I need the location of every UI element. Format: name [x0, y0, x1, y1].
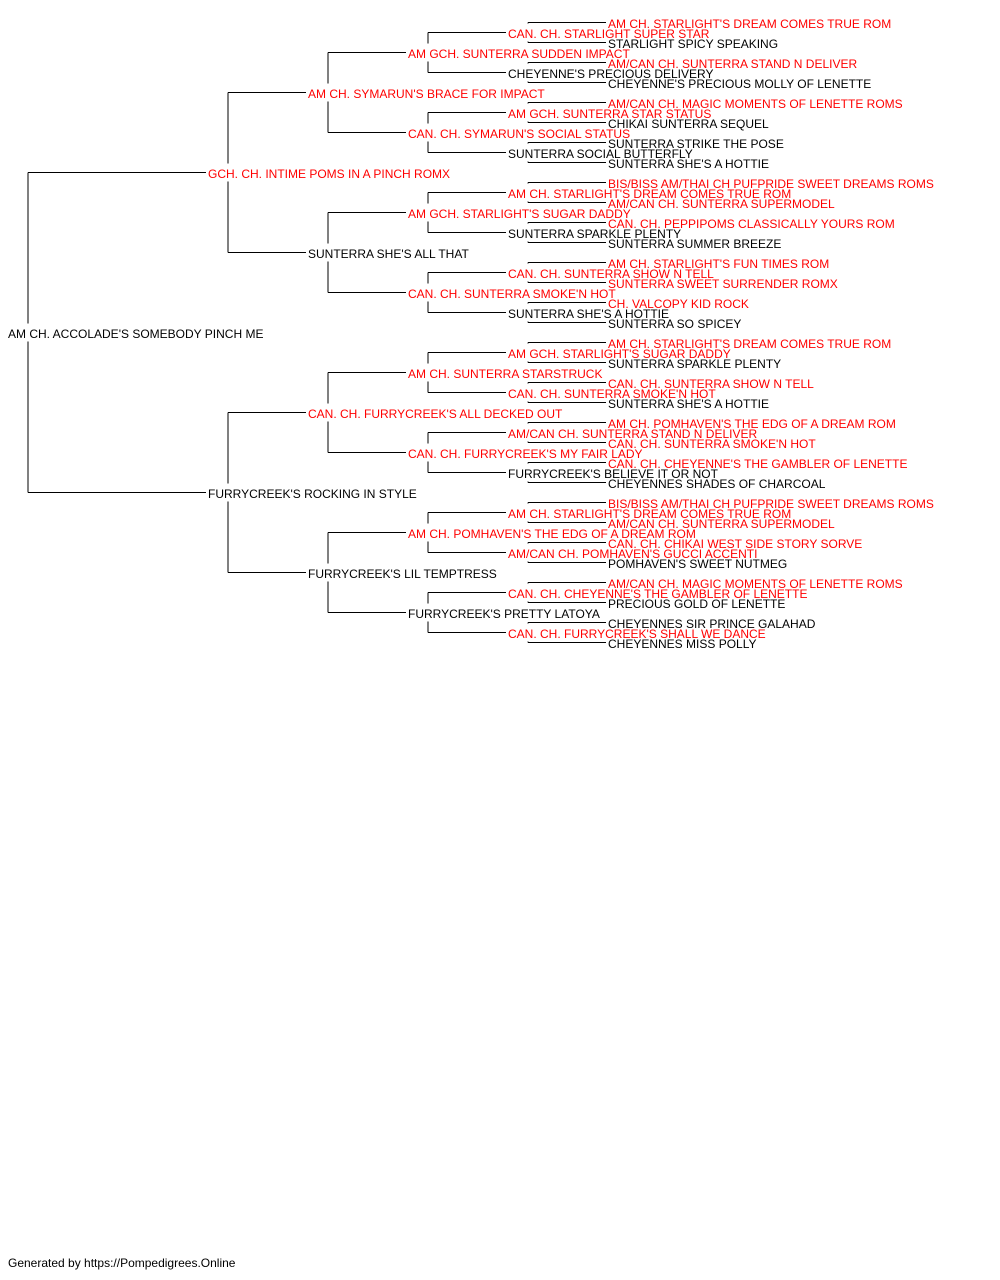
gen5-ancestor-name: SUNTERRA SHE'S A HOTTIE [608, 397, 769, 411]
gen4-ancestor-name: SUNTERRA SHE'S A HOTTIE [508, 307, 669, 321]
gen5-ancestor-name: CHIKAI SUNTERRA SEQUEL [608, 117, 769, 131]
gen5-ancestor-name: CAN. CH. PEPPIPOMS CLASSICALLY YOURS ROM [608, 217, 895, 231]
gen4-ancestor-name: AM CH. STARLIGHT'S DREAM COMES TRUE ROM [508, 187, 791, 201]
gen5-ancestor-name: SUNTERRA SPARKLE PLENTY [608, 357, 781, 371]
gen5-ancestor-name: CHEYENNES SIR PRINCE GALAHAD [608, 617, 816, 631]
gen4-ancestor-name: CAN. CH. STARLIGHT SUPER STAR [508, 27, 710, 41]
gen5-ancestor-name: SUNTERRA SUMMER BREEZE [608, 237, 781, 251]
gen5-ancestor-name: CAN. CH. CHIKAI WEST SIDE STORY SORVE [608, 537, 862, 551]
gen4-ancestor-name: CAN. CH. SUNTERRA SHOW N TELL [508, 267, 714, 281]
gen3-ancestor-name: AM CH. SUNTERRA STARSTRUCK [408, 367, 602, 381]
gen5-ancestor-name: SUNTERRA SWEET SURRENDER ROMX [608, 277, 838, 291]
gen5-ancestor-name: CAN. CH. SUNTERRA SHOW N TELL [608, 377, 814, 391]
gen5-ancestor-name: POMHAVEN'S SWEET NUTMEG [608, 557, 787, 571]
gen4-ancestor-name: CAN. CH. CHEYENNE'S THE GAMBLER OF LENET… [508, 587, 807, 601]
gen3-ancestor-name: CAN. CH. SYMARUN'S SOCIAL STATUS [408, 127, 630, 141]
gen5-ancestor-name: SUNTERRA SO SPICEY [608, 317, 741, 331]
gen1-ancestor-name: GCH. CH. INTIME POMS IN A PINCH ROMX [208, 167, 450, 181]
gen5-ancestor-name: PRECIOUS GOLD OF LENETTE [608, 597, 785, 611]
gen5-ancestor-name: CH. VALCOPY KID ROCK [608, 297, 749, 311]
gen5-ancestor-name: AM CH. STARLIGHT'S FUN TIMES ROM [608, 257, 829, 271]
gen2-ancestor-name: SUNTERRA SHE'S ALL THAT [308, 247, 469, 261]
gen4-ancestor-name: SUNTERRA SOCIAL BUTTERFLY [508, 147, 693, 161]
gen5-ancestor-name: SUNTERRA STRIKE THE POSE [608, 137, 784, 151]
gen2-ancestor-name: CAN. CH. FURRYCREEK'S ALL DECKED OUT [308, 407, 563, 421]
gen2-ancestor-name: AM CH. SYMARUN'S BRACE FOR IMPACT [308, 87, 545, 101]
gen3-ancestor-name: CAN. CH. SUNTERRA SMOKE'N HOT [408, 287, 616, 301]
gen5-ancestor-name: AM/CAN CH. SUNTERRA SUPERMODEL [608, 197, 835, 211]
gen5-ancestor-name: AM CH. STARLIGHT'S DREAM COMES TRUE ROM [608, 17, 891, 31]
gen4-ancestor-name: AM GCH. STARLIGHT'S SUGAR DADDY [508, 347, 731, 361]
gen4-ancestor-name: FURRYCREEK'S BELIEVE IT OR NOT [508, 467, 719, 481]
gen5-ancestor-name: AM CH. POMHAVEN'S THE EDG OF A DREAM ROM [608, 417, 896, 431]
gen5-ancestor-name: AM/CAN CH. MAGIC MOMENTS OF LENETTE ROMS [608, 97, 903, 111]
gen5-ancestor-name: CHEYENNES SHADES OF CHARCOAL [608, 477, 826, 491]
gen5-ancestor-name: BIS/BISS AM/THAI CH PUFPRIDE SWEET DREAM… [608, 497, 934, 511]
gen5-ancestor-name: CHEYENNES MISS POLLY [608, 637, 757, 651]
gen4-ancestor-name: CHEYENNE'S PRECIOUS DELIVERY [508, 67, 713, 81]
gen5-ancestor-name: BIS/BISS AM/THAI CH PUFPRIDE SWEET DREAM… [608, 177, 934, 191]
gen2-ancestor-name: FURRYCREEK'S LIL TEMPTRESS [308, 567, 497, 581]
gen3-ancestor-name: FURRYCREEK'S PRETTY LATOYA [408, 607, 600, 621]
gen4-ancestor-name: CAN. CH. FURRYCREEK'S SHALL WE DANCE [508, 627, 766, 641]
gen5-ancestor-name: AM/CAN CH. MAGIC MOMENTS OF LENETTE ROMS [608, 577, 903, 591]
gen5-ancestor-name: CAN. CH. CHEYENNE'S THE GAMBLER OF LENET… [608, 457, 907, 471]
gen4-ancestor-name: AM/CAN CH. POMHAVEN'S GUCCI ACCENTI [508, 547, 757, 561]
gen3-ancestor-name: AM CH. POMHAVEN'S THE EDG OF A DREAM ROM [408, 527, 696, 541]
gen4-ancestor-name: AM CH. STARLIGHT'S DREAM COMES TRUE ROM [508, 507, 791, 521]
gen4-ancestor-name: SUNTERRA SPARKLE PLENTY [508, 227, 681, 241]
gen5-ancestor-name: AM CH. STARLIGHT'S DREAM COMES TRUE ROM [608, 337, 891, 351]
gen5-ancestor-name: CAN. CH. SUNTERRA SMOKE'N HOT [608, 437, 816, 451]
gen3-ancestor-name: AM GCH. STARLIGHT'S SUGAR DADDY [408, 207, 631, 221]
gen3-ancestor-name: CAN. CH. FURRYCREEK'S MY FAIR LADY [408, 447, 643, 461]
gen4-ancestor-name: AM GCH. SUNTERRA STAR STATUS [508, 107, 711, 121]
gen5-ancestor-name: STARLIGHT SPICY SPEAKING [608, 37, 778, 51]
footer-credit: Generated by https://Pompedigrees.Online [8, 1256, 236, 1270]
gen3-ancestor-name: AM GCH. SUNTERRA SUDDEN IMPACT [408, 47, 630, 61]
gen5-ancestor-name: AM/CAN CH. SUNTERRA STAND N DELIVER [608, 57, 857, 71]
gen5-ancestor-name: AM/CAN CH. SUNTERRA SUPERMODEL [608, 517, 835, 531]
subject-dog-name: AM CH. ACCOLADE'S SOMEBODY PINCH ME [8, 327, 263, 341]
gen5-ancestor-name: CHEYENNE'S PRECIOUS MOLLY OF LENETTE [608, 77, 871, 91]
gen4-ancestor-name: AM/CAN CH. SUNTERRA STAND N DELIVER [508, 427, 757, 441]
gen4-ancestor-name: CAN. CH. SUNTERRA SMOKE'N HOT [508, 387, 716, 401]
gen1-ancestor-name: FURRYCREEK'S ROCKING IN STYLE [208, 487, 417, 501]
gen5-ancestor-name: SUNTERRA SHE'S A HOTTIE [608, 157, 769, 171]
